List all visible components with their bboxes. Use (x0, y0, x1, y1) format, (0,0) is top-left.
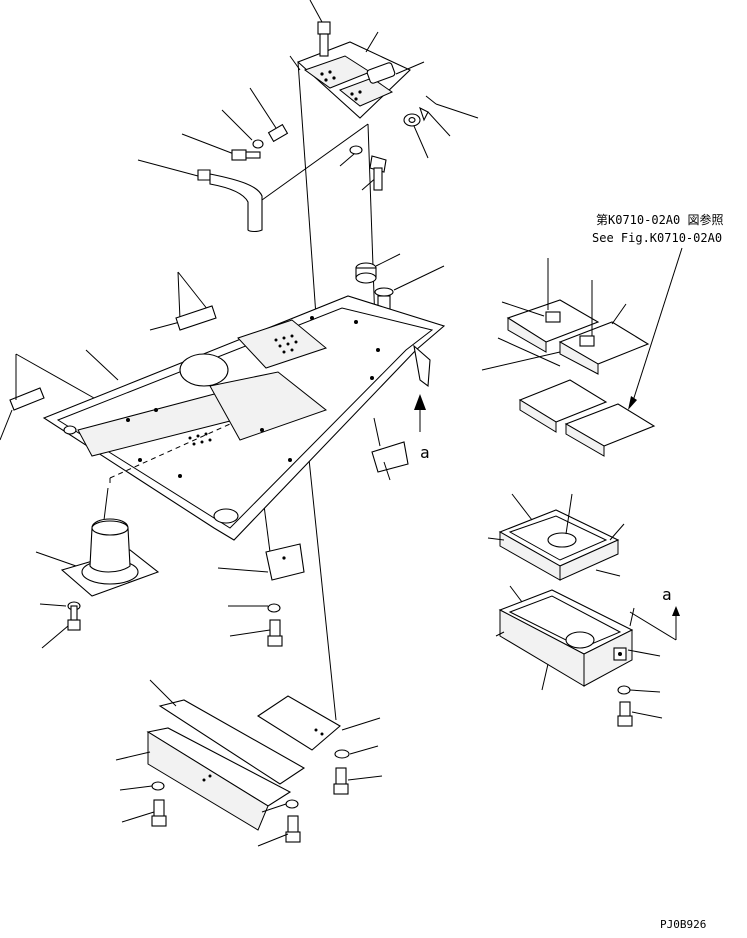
cushion-set (481, 258, 656, 457)
bracket-middle (217, 543, 305, 647)
boot-assembly (35, 518, 160, 597)
reference-note: 第K0710-02A0 図参照 See Fig.K0710-02A0 (592, 212, 723, 410)
top-fasteners (197, 106, 429, 233)
view-marker-a-label: a (420, 443, 430, 462)
top-panel-assembly (296, 21, 411, 119)
frame-leaders (15, 271, 209, 399)
reference-english: See Fig.K0710-02A0 (592, 231, 722, 245)
lever-assembly: a (413, 344, 431, 462)
hinge-left (0, 354, 45, 441)
bottom-plates (115, 679, 381, 831)
floor-frame (42, 295, 446, 541)
drawing-code: PJ0B926 (660, 918, 706, 931)
hinge-top (175, 305, 217, 331)
battery-fasteners (617, 685, 663, 727)
reference-japanese: 第K0710-02A0 図参照 (596, 212, 723, 227)
bracket-right (371, 417, 409, 481)
view-marker-a-2-label: a (662, 585, 672, 604)
rubber-mounts (355, 253, 445, 341)
view-marker-a-2: a (662, 585, 680, 640)
top-leader-lines (137, 0, 479, 191)
boot-fasteners (39, 601, 81, 649)
bottom-fasteners (119, 745, 383, 847)
seat-tray (487, 493, 625, 581)
battery-box (495, 585, 677, 691)
